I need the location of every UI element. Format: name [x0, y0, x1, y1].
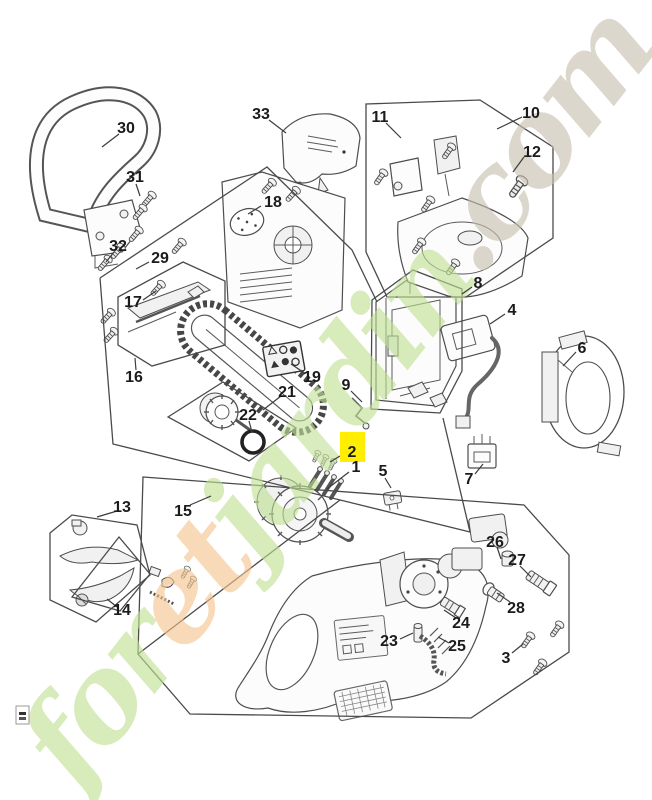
part-7-switch: [467, 434, 497, 469]
part-label-18: 18: [264, 194, 282, 211]
part-label-33: 33: [252, 106, 270, 123]
part-label-30: 30: [117, 120, 135, 137]
group-box-21: [166, 381, 298, 462]
part-19-sticker: [262, 340, 306, 378]
part-label-19: 19: [303, 369, 321, 386]
group-box-11: [365, 99, 554, 298]
part-1-motor: [254, 466, 354, 545]
part-label-2: 2: [348, 444, 357, 461]
part-label-23: 23: [380, 633, 398, 650]
part-5-bracket: [382, 490, 403, 511]
grille: [333, 680, 393, 722]
part-label-22: 22: [239, 407, 257, 424]
group-box-15: [137, 476, 570, 719]
part-9-wire: [351, 397, 370, 430]
part-17-tensioner: [127, 281, 212, 333]
part-label-12: 12: [523, 144, 541, 161]
part-label-13: 13: [113, 499, 131, 516]
part-label-10: 10: [522, 105, 540, 122]
part-labels: 1 2 3 4 5 6 7 8 9 10 11 12 13 14 15 16 1…: [109, 105, 586, 667]
leader-lines: [96, 116, 577, 654]
part-21-sprocket: [199, 392, 251, 432]
part-13-guard-parts: [59, 519, 198, 607]
part-label-4: 4: [508, 302, 517, 319]
part-22-o-ring: [240, 429, 266, 455]
part-label-28: 28: [507, 600, 525, 617]
part-label-5: 5: [379, 463, 388, 480]
part-label-16: 16: [125, 369, 143, 386]
part-label-14: 14: [113, 602, 131, 619]
group-boxes: [49, 99, 570, 719]
part-label-21: 21: [278, 384, 296, 401]
part-label-1: 1: [352, 459, 361, 476]
part-label-27: 27: [508, 552, 526, 569]
group-box-16: [117, 261, 226, 367]
part-label-25: 25: [448, 638, 466, 655]
crankcase: [379, 513, 509, 609]
part-label-3: 3: [502, 650, 511, 667]
part-label-8: 8: [474, 275, 483, 292]
part-30-handle: [28, 86, 161, 269]
highlight-part-2: [340, 432, 365, 462]
part-label-24: 24: [452, 615, 470, 632]
inner-body-line: [137, 499, 341, 655]
part-label-6: 6: [578, 340, 587, 357]
part-label-29: 29: [151, 250, 169, 267]
group-box-14: [70, 535, 151, 612]
part-label-26: 26: [486, 534, 504, 551]
part-label-9: 9: [342, 377, 351, 394]
part-4-panel: [407, 314, 501, 429]
group-box-8: [370, 269, 463, 414]
part-label-17: 17: [124, 294, 142, 311]
corner-marker-icon: [15, 705, 30, 725]
part-11-cover: [389, 135, 529, 298]
part-label-11: 11: [372, 109, 389, 126]
fasteners-right: [413, 550, 558, 677]
part-label-31: 31: [126, 169, 144, 186]
part-6-shroud: [541, 330, 625, 457]
part-label-32: 32: [109, 238, 127, 255]
part-label-7: 7: [465, 471, 474, 488]
part-label-15: 15: [174, 503, 192, 520]
